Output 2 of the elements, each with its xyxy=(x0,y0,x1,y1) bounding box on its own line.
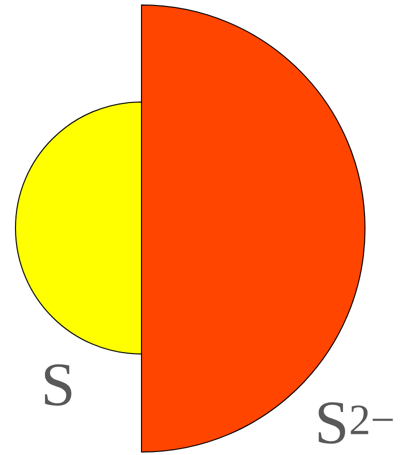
element-label: S$^{2−}$ xyxy=(318,402,393,444)
element-label: S xyxy=(44,364,72,406)
